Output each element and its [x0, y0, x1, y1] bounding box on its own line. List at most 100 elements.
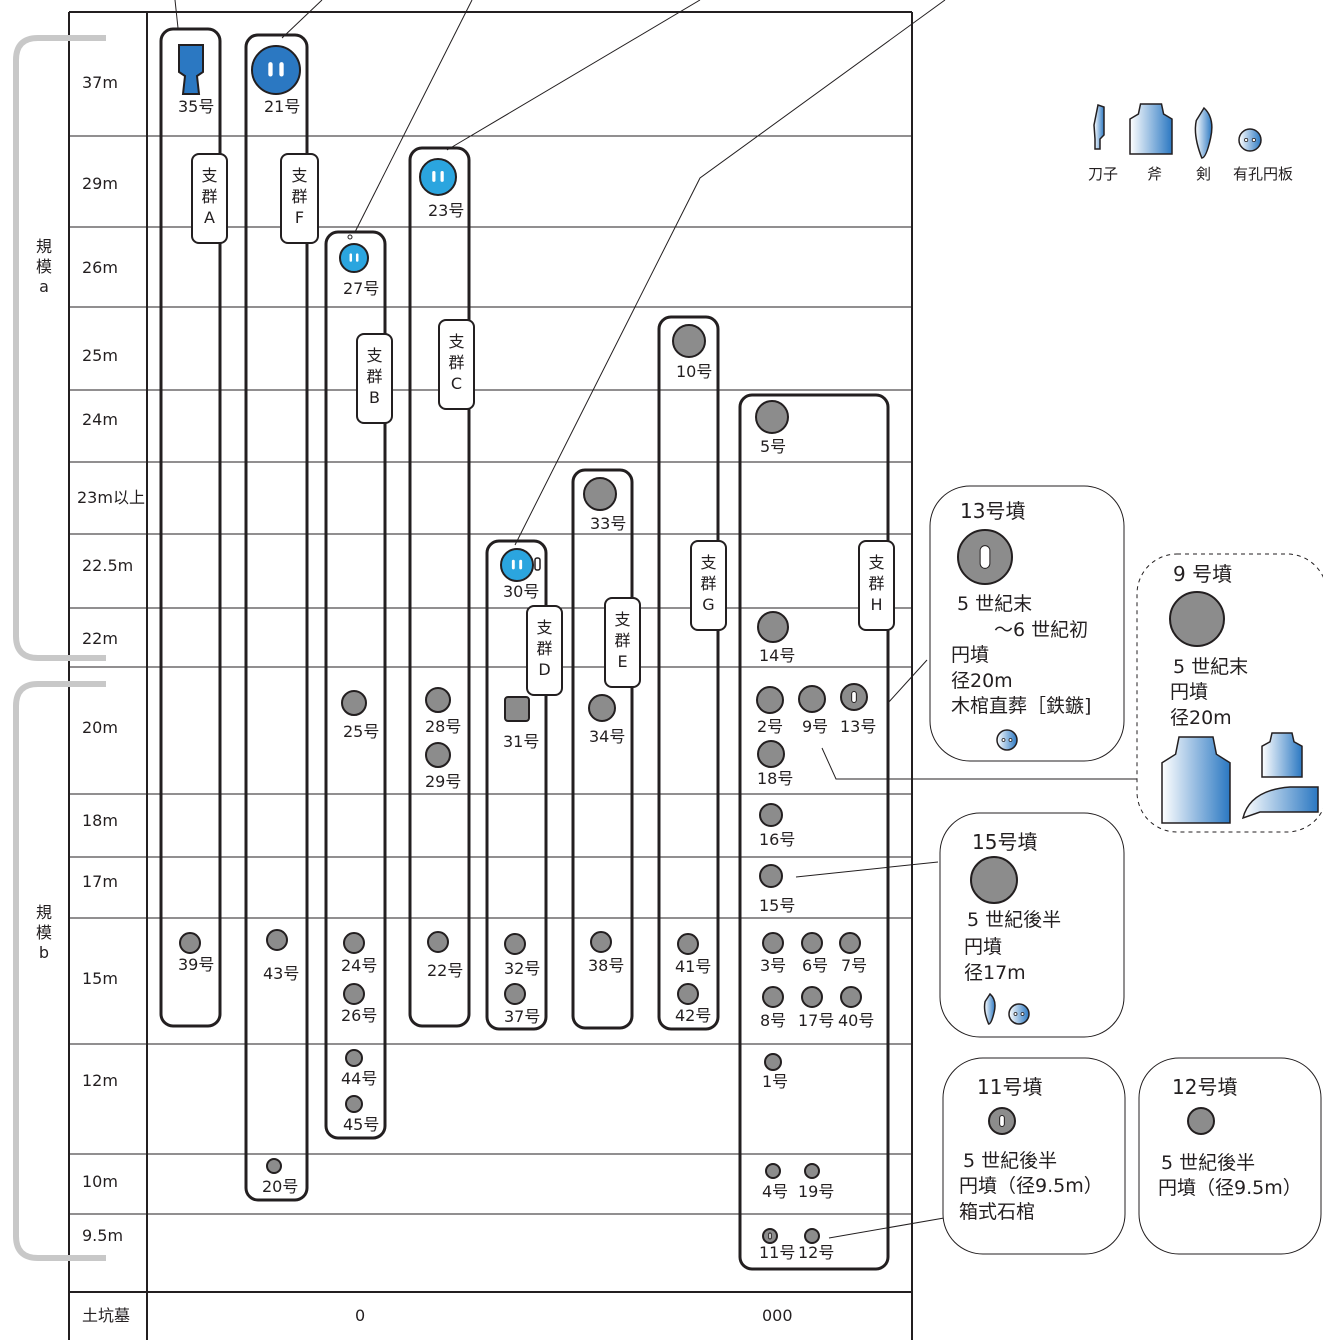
- tomb-label: 2号: [757, 717, 783, 736]
- tomb: 43号: [263, 930, 299, 983]
- round-tomb-shape: [805, 1229, 819, 1243]
- scale-label: b: [39, 943, 49, 962]
- row-label: 18m: [82, 811, 118, 830]
- round-tomb-shape: [757, 687, 783, 713]
- row-label: 25m: [82, 346, 118, 365]
- disc-hole: [1014, 1013, 1017, 1016]
- tomb: 24号: [341, 933, 377, 975]
- round-tomb-shape: [799, 686, 825, 712]
- tomb-label: 29号: [425, 772, 461, 791]
- round-tomb-shape: [802, 933, 822, 953]
- legend-label: 剣: [1196, 165, 1211, 183]
- info-box-title: 13号墳: [960, 499, 1025, 523]
- leader-line: [796, 862, 938, 877]
- round-tomb-shape: [346, 1050, 362, 1066]
- tomb-label: 3号: [760, 956, 786, 975]
- row-label: 20m: [82, 718, 118, 737]
- tomb: 34号: [589, 695, 625, 746]
- burial-pit: [852, 692, 857, 703]
- tomb-label: 21号: [264, 97, 300, 116]
- leader-line: [282, 0, 322, 38]
- round-tomb-shape: [673, 325, 705, 357]
- tomb-label: 10号: [676, 362, 712, 381]
- tomb: 9号: [799, 686, 828, 736]
- round-tomb-shape: [758, 741, 784, 767]
- group-label: 群: [536, 639, 552, 658]
- info-box-title: 15号墳: [972, 830, 1037, 854]
- round-tomb-shape: [505, 934, 525, 954]
- disc-hole: [1021, 1013, 1024, 1016]
- group-frame: [410, 148, 469, 1026]
- group-label: 支: [868, 553, 884, 572]
- round-tomb-shape: [763, 987, 783, 1007]
- round-tomb-shape: [420, 159, 456, 195]
- group-label: 支: [366, 346, 382, 365]
- tomb: 10号: [673, 325, 712, 381]
- tomb-label: 24号: [341, 956, 377, 975]
- tomb: 18号: [757, 741, 793, 788]
- tomb-label: 1号: [762, 1072, 788, 1091]
- info-tomb-shape: [1170, 592, 1224, 646]
- tomb: 3号: [760, 933, 786, 975]
- group-label: 群: [868, 574, 884, 593]
- round-tomb-shape: [756, 401, 788, 433]
- tomb: 33号: [584, 478, 626, 533]
- round-tomb-shape: [763, 933, 783, 953]
- round-tomb-shape: [426, 688, 450, 712]
- info-tomb-shape: [971, 857, 1017, 903]
- perforated-disc-icon: [1239, 129, 1261, 151]
- row-label: 26m: [82, 258, 118, 277]
- row-label: 23m以上: [77, 488, 145, 507]
- info-box-line: 円墳: [1170, 681, 1208, 703]
- group-label: A: [204, 208, 215, 227]
- round-tomb-shape: [346, 1096, 362, 1112]
- tomb: 23号: [420, 159, 464, 220]
- tomb: 12号: [798, 1229, 834, 1262]
- group-label: F: [295, 208, 304, 227]
- info-box-line: 5 世紀後半: [967, 909, 1061, 931]
- info-box-line: 円墳（径9.5m）: [1158, 1177, 1302, 1199]
- tomb: 44号: [341, 1050, 377, 1088]
- legend: 刀子斧剣有孔円板: [1088, 104, 1293, 183]
- small-grave-mark: [535, 558, 540, 570]
- round-tomb-shape: [501, 549, 533, 581]
- small-grave-mark: [348, 235, 352, 239]
- group-label: E: [617, 652, 627, 671]
- group-label: G: [702, 595, 714, 614]
- round-tomb-shape: [267, 1159, 281, 1173]
- round-tomb-shape: [678, 984, 698, 1004]
- tomb-label: 6号: [802, 956, 828, 975]
- round-tomb-shape: [252, 46, 300, 94]
- disc-hole: [1002, 739, 1005, 742]
- round-tomb-shape: [584, 478, 616, 510]
- tomb: 30号: [501, 549, 539, 601]
- legend-item: 斧: [1130, 104, 1172, 183]
- legend-label: 有孔円板: [1233, 165, 1293, 183]
- burial-pit: [441, 171, 444, 182]
- row-label: 土坑墓: [82, 1306, 130, 1325]
- tomb: 6号: [802, 933, 828, 975]
- group-label: B: [369, 388, 380, 407]
- round-tomb-shape: [340, 244, 368, 272]
- tomb: 27号: [340, 244, 379, 298]
- tomb-label: 43号: [263, 964, 299, 983]
- tomb-label: 25号: [343, 722, 379, 741]
- info-box: 12号墳5 世紀後半円墳（径9.5m）: [1139, 1058, 1321, 1254]
- burial-pit: [356, 253, 359, 261]
- info-box-line: 5 世紀後半: [963, 1150, 1057, 1172]
- axe-icon: [1130, 104, 1172, 154]
- row-label: 17m: [82, 872, 118, 891]
- tomb-label: 7号: [841, 956, 867, 975]
- tomb: 38号: [588, 932, 624, 975]
- tomb: 31号: [503, 697, 539, 751]
- info-box-line: 5 世紀末: [957, 593, 1032, 615]
- round-tomb-shape: [760, 865, 782, 887]
- tomb: 1号: [762, 1054, 788, 1091]
- tomb: 40号: [838, 987, 874, 1030]
- round-tomb-shape: [805, 1164, 819, 1178]
- disc-hole: [1252, 138, 1255, 141]
- burial-pit: [769, 1233, 772, 1239]
- round-tomb-shape: [344, 933, 364, 953]
- info-box-line: 円墳: [951, 644, 989, 666]
- scale-label: 規: [36, 237, 52, 256]
